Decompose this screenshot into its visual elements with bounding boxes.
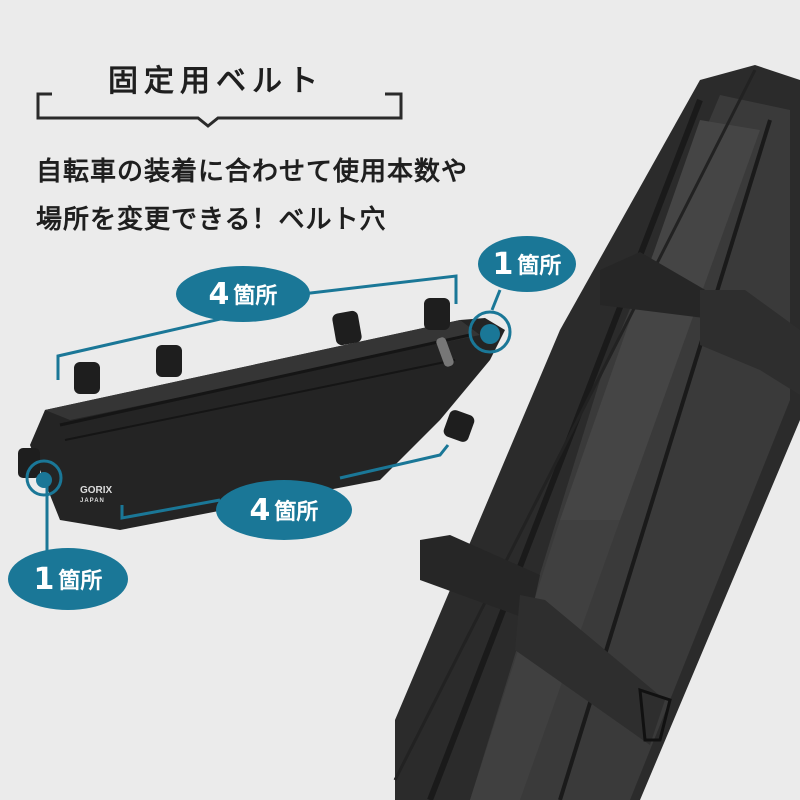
callout-unit: 箇所 bbox=[233, 284, 278, 309]
callout-number: 1 bbox=[33, 561, 55, 597]
callout-unit: 箇所 bbox=[517, 254, 562, 279]
callout-bottom-left: 1 箇所 bbox=[8, 548, 128, 610]
frame-bag-image bbox=[18, 298, 505, 530]
brand-logo: GORIX JAPAN bbox=[80, 486, 112, 506]
headline-line-2: 場所を変更できる！ベルト穴 bbox=[36, 205, 387, 235]
brand-name: GORIX bbox=[80, 485, 113, 496]
headline-line-1: 自転車の装着に合わせて使用本数や bbox=[36, 157, 469, 187]
marker-dot-top-right bbox=[480, 324, 500, 344]
callout-unit: 箇所 bbox=[274, 500, 319, 525]
callout-number: 1 bbox=[492, 246, 514, 282]
callout-number: 4 bbox=[208, 276, 230, 312]
headline: 自転車の装着に合わせて使用本数や 場所を変更できる！ベルト穴 bbox=[36, 148, 468, 244]
section-title: 固定用ベルト bbox=[108, 64, 324, 99]
callout-top-right: 1 箇所 bbox=[478, 236, 576, 292]
marker-dot-bottom-left bbox=[36, 472, 52, 488]
brand-sub: JAPAN bbox=[80, 498, 105, 504]
callout-top: 4 箇所 bbox=[176, 266, 310, 322]
section-header: 固定用ベルト bbox=[36, 60, 406, 132]
callout-bottom: 4 箇所 bbox=[216, 480, 352, 540]
bag-closeup-image bbox=[393, 65, 800, 800]
callout-unit: 箇所 bbox=[58, 569, 103, 594]
callout-lines bbox=[25, 274, 512, 555]
callout-number: 4 bbox=[249, 492, 271, 528]
title-bracket bbox=[36, 92, 403, 128]
